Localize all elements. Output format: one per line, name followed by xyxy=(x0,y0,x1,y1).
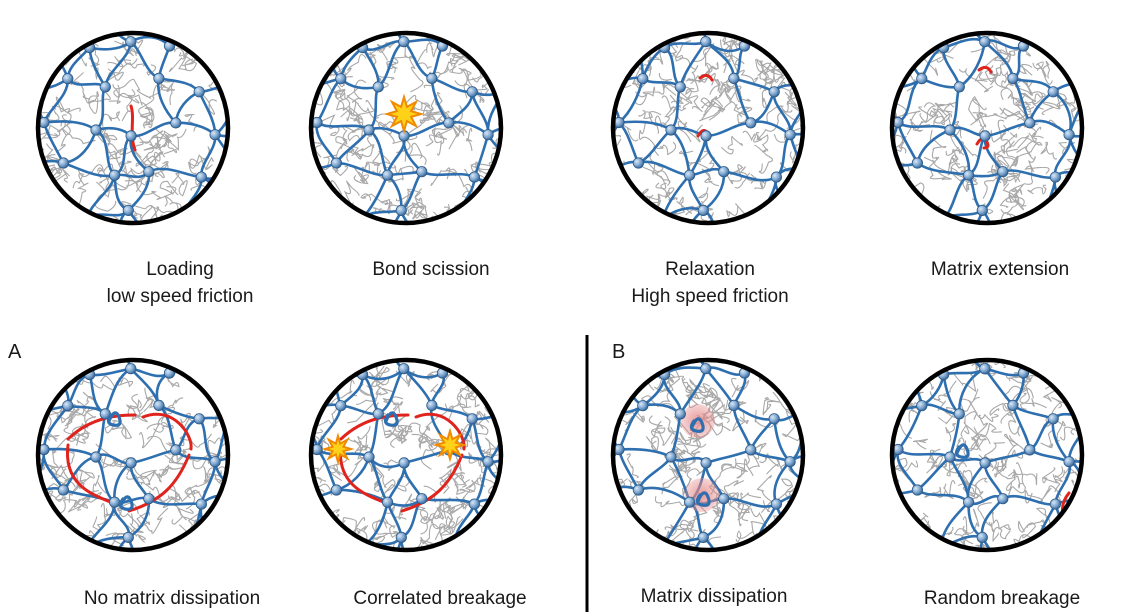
coiled-chain-icon xyxy=(383,411,399,427)
panel-relaxation xyxy=(610,30,806,226)
panel-border xyxy=(308,30,504,226)
panel-border xyxy=(610,357,806,553)
caption-matrix-dissipation: Matrix dissipation xyxy=(641,586,788,607)
panel-loading xyxy=(35,30,231,226)
caption-loading-sub: low speed friction xyxy=(107,286,254,307)
explosion-icon xyxy=(383,93,425,135)
caption-relaxation-sub: High speed friction xyxy=(631,286,788,307)
caption-bond-scission: Bond scission xyxy=(372,259,489,280)
panel-correlated-breakage xyxy=(308,357,504,553)
caption-correlated-breakage: Correlated breakage xyxy=(353,588,526,609)
highlighted-chain xyxy=(129,104,137,152)
coiled-chain-icon xyxy=(106,411,122,427)
matrix-chains xyxy=(38,33,228,223)
explosion-icon xyxy=(432,427,468,463)
section-label-b: B xyxy=(612,341,625,363)
panel-border xyxy=(35,357,231,553)
coiled-chain-icon xyxy=(118,495,134,511)
panel-border xyxy=(889,30,1085,226)
highlighted-chain xyxy=(66,412,193,513)
panel-matrix-extension xyxy=(889,30,1085,226)
explosion-icon xyxy=(321,432,355,466)
panel-border xyxy=(889,357,1085,553)
panel-bond-scission xyxy=(308,30,504,226)
panel-border xyxy=(308,357,504,553)
panel-border xyxy=(35,30,231,226)
highlighted-chain xyxy=(975,65,993,150)
caption-matrix-extension: Matrix extension xyxy=(931,259,1069,280)
caption-loading: Loading xyxy=(146,259,214,280)
dissipation-halo xyxy=(681,404,715,438)
panel-no-matrix-dissipation xyxy=(35,357,231,553)
caption-no-matrix-dissipation: No matrix dissipation xyxy=(84,588,260,609)
caption-random-breakage: Random breakage xyxy=(924,588,1080,609)
coiled-chain-icon xyxy=(695,491,711,507)
section-label-a: A xyxy=(8,341,22,363)
coiled-chain-icon xyxy=(689,417,705,433)
panel-border xyxy=(610,30,806,226)
coiled-chain-icon xyxy=(954,443,970,459)
caption-relaxation: Relaxation xyxy=(665,259,755,280)
panel-random-breakage xyxy=(889,357,1085,553)
